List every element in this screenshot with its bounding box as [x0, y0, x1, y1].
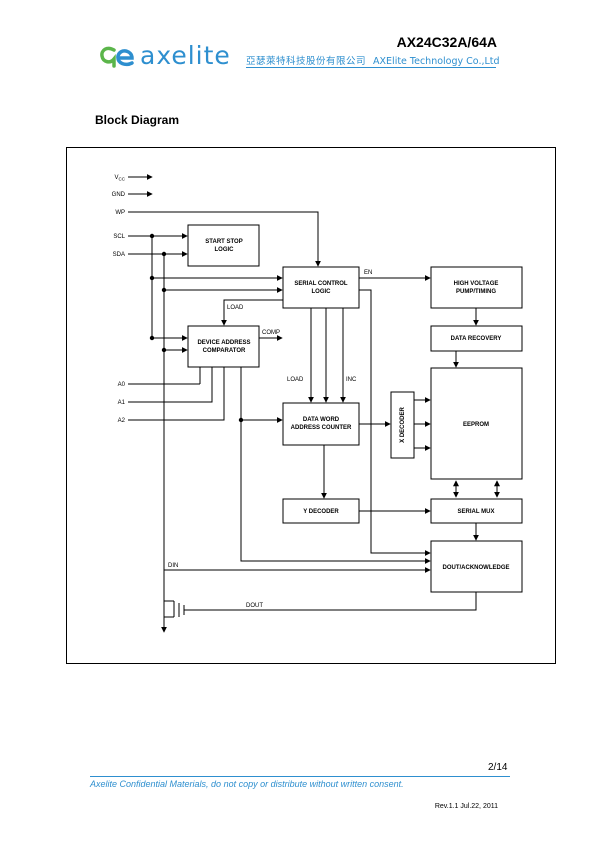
inc-signal-label: INC — [346, 377, 357, 383]
device-address-comparator-block — [187, 325, 260, 368]
device-address-line2: COMPARATOR — [203, 348, 246, 354]
x-decoder-block — [390, 391, 415, 459]
high-voltage-line1: HIGH VOLTAGE — [454, 281, 499, 287]
footer-divider — [90, 776, 510, 777]
connections — [128, 174, 500, 633]
header-divider — [246, 67, 496, 68]
comp-signal-label: COMP — [262, 330, 280, 336]
a1-label: A1 — [118, 400, 126, 406]
block-labels: START STOP LOGIC SERIAL CONTROL LOGIC HI… — [197, 239, 509, 571]
high-voltage-line2: PUMP/TIMING — [456, 289, 496, 295]
company-name-chinese: 亞瑟萊特科技股份有限公司 — [246, 56, 367, 67]
a0-label: A0 — [118, 382, 126, 388]
start-stop-logic-block — [187, 224, 260, 267]
en-signal-label: EN — [364, 270, 372, 276]
company-name: 亞瑟萊特科技股份有限公司 AXElite Technology Co.,Ltd — [246, 53, 500, 67]
high-voltage-pump-block — [430, 266, 523, 309]
device-address-line1: DEVICE ADDRESS — [197, 340, 250, 346]
axelite-logo-icon — [100, 46, 134, 68]
data-word-line2: ADDRESS COUNTER — [291, 425, 352, 431]
section-title: Block Diagram — [95, 113, 180, 127]
company-name-english: AXElite Technology Co.,Ltd — [373, 56, 500, 67]
data-recovery-label: DATA RECOVERY — [451, 336, 502, 342]
brand-name: axelite — [140, 41, 231, 70]
input-labels: VCC GND WP SCL SDA A0 A1 A2 — [112, 175, 126, 424]
junctions — [149, 233, 244, 423]
gnd-label: GND — [112, 192, 126, 198]
vcc-label: VCC — [114, 175, 125, 182]
sda-label: SDA — [113, 252, 125, 258]
data-recovery-block — [430, 325, 523, 352]
serial-mux-block — [430, 498, 523, 524]
serial-control-logic-line1: SERIAL CONTROL — [294, 281, 348, 287]
revision-info: Rev.1.1 Jul.22, 2011 — [434, 803, 498, 810]
data-word-line1: DATA WORD — [303, 417, 340, 423]
blocks — [187, 224, 523, 593]
load-top-signal-label: LOAD — [227, 305, 244, 311]
confidentiality-notice: Axelite Confidential Materials, do not c… — [90, 779, 404, 789]
signal-labels: EN LOAD COMP LOAD INC DIN DOUT — [168, 270, 372, 609]
a2-label: A2 — [118, 418, 126, 424]
diagram-frame — [66, 147, 556, 664]
y-decoder-label: Y DECODER — [303, 509, 339, 515]
part-number: AX24C32A/64A — [396, 34, 497, 50]
serial-mux-label: SERIAL MUX — [458, 509, 495, 515]
data-word-address-counter-block — [282, 402, 360, 446]
serial-control-logic-block — [282, 266, 360, 309]
dout-acknowledge-block — [430, 540, 523, 593]
page-number: 2/14 — [488, 762, 508, 773]
dout-acknowledge-label: DOUT/ACKNOWLEDGE — [443, 565, 510, 571]
scl-label: SCL — [113, 234, 125, 240]
eeprom-label: EEPROM — [463, 422, 489, 428]
serial-control-logic-line2: LOGIC — [312, 289, 332, 295]
din-signal-label: DIN — [168, 563, 178, 569]
x-decoder-label: X DECODER — [400, 406, 406, 442]
dout-signal-label: DOUT — [246, 603, 263, 609]
start-stop-logic-line1: START STOP — [205, 239, 242, 245]
wp-label: WP — [115, 210, 125, 216]
load-mid-signal-label: LOAD — [287, 377, 304, 383]
eeprom-block — [430, 367, 523, 480]
start-stop-logic-line2: LOGIC — [215, 247, 235, 253]
